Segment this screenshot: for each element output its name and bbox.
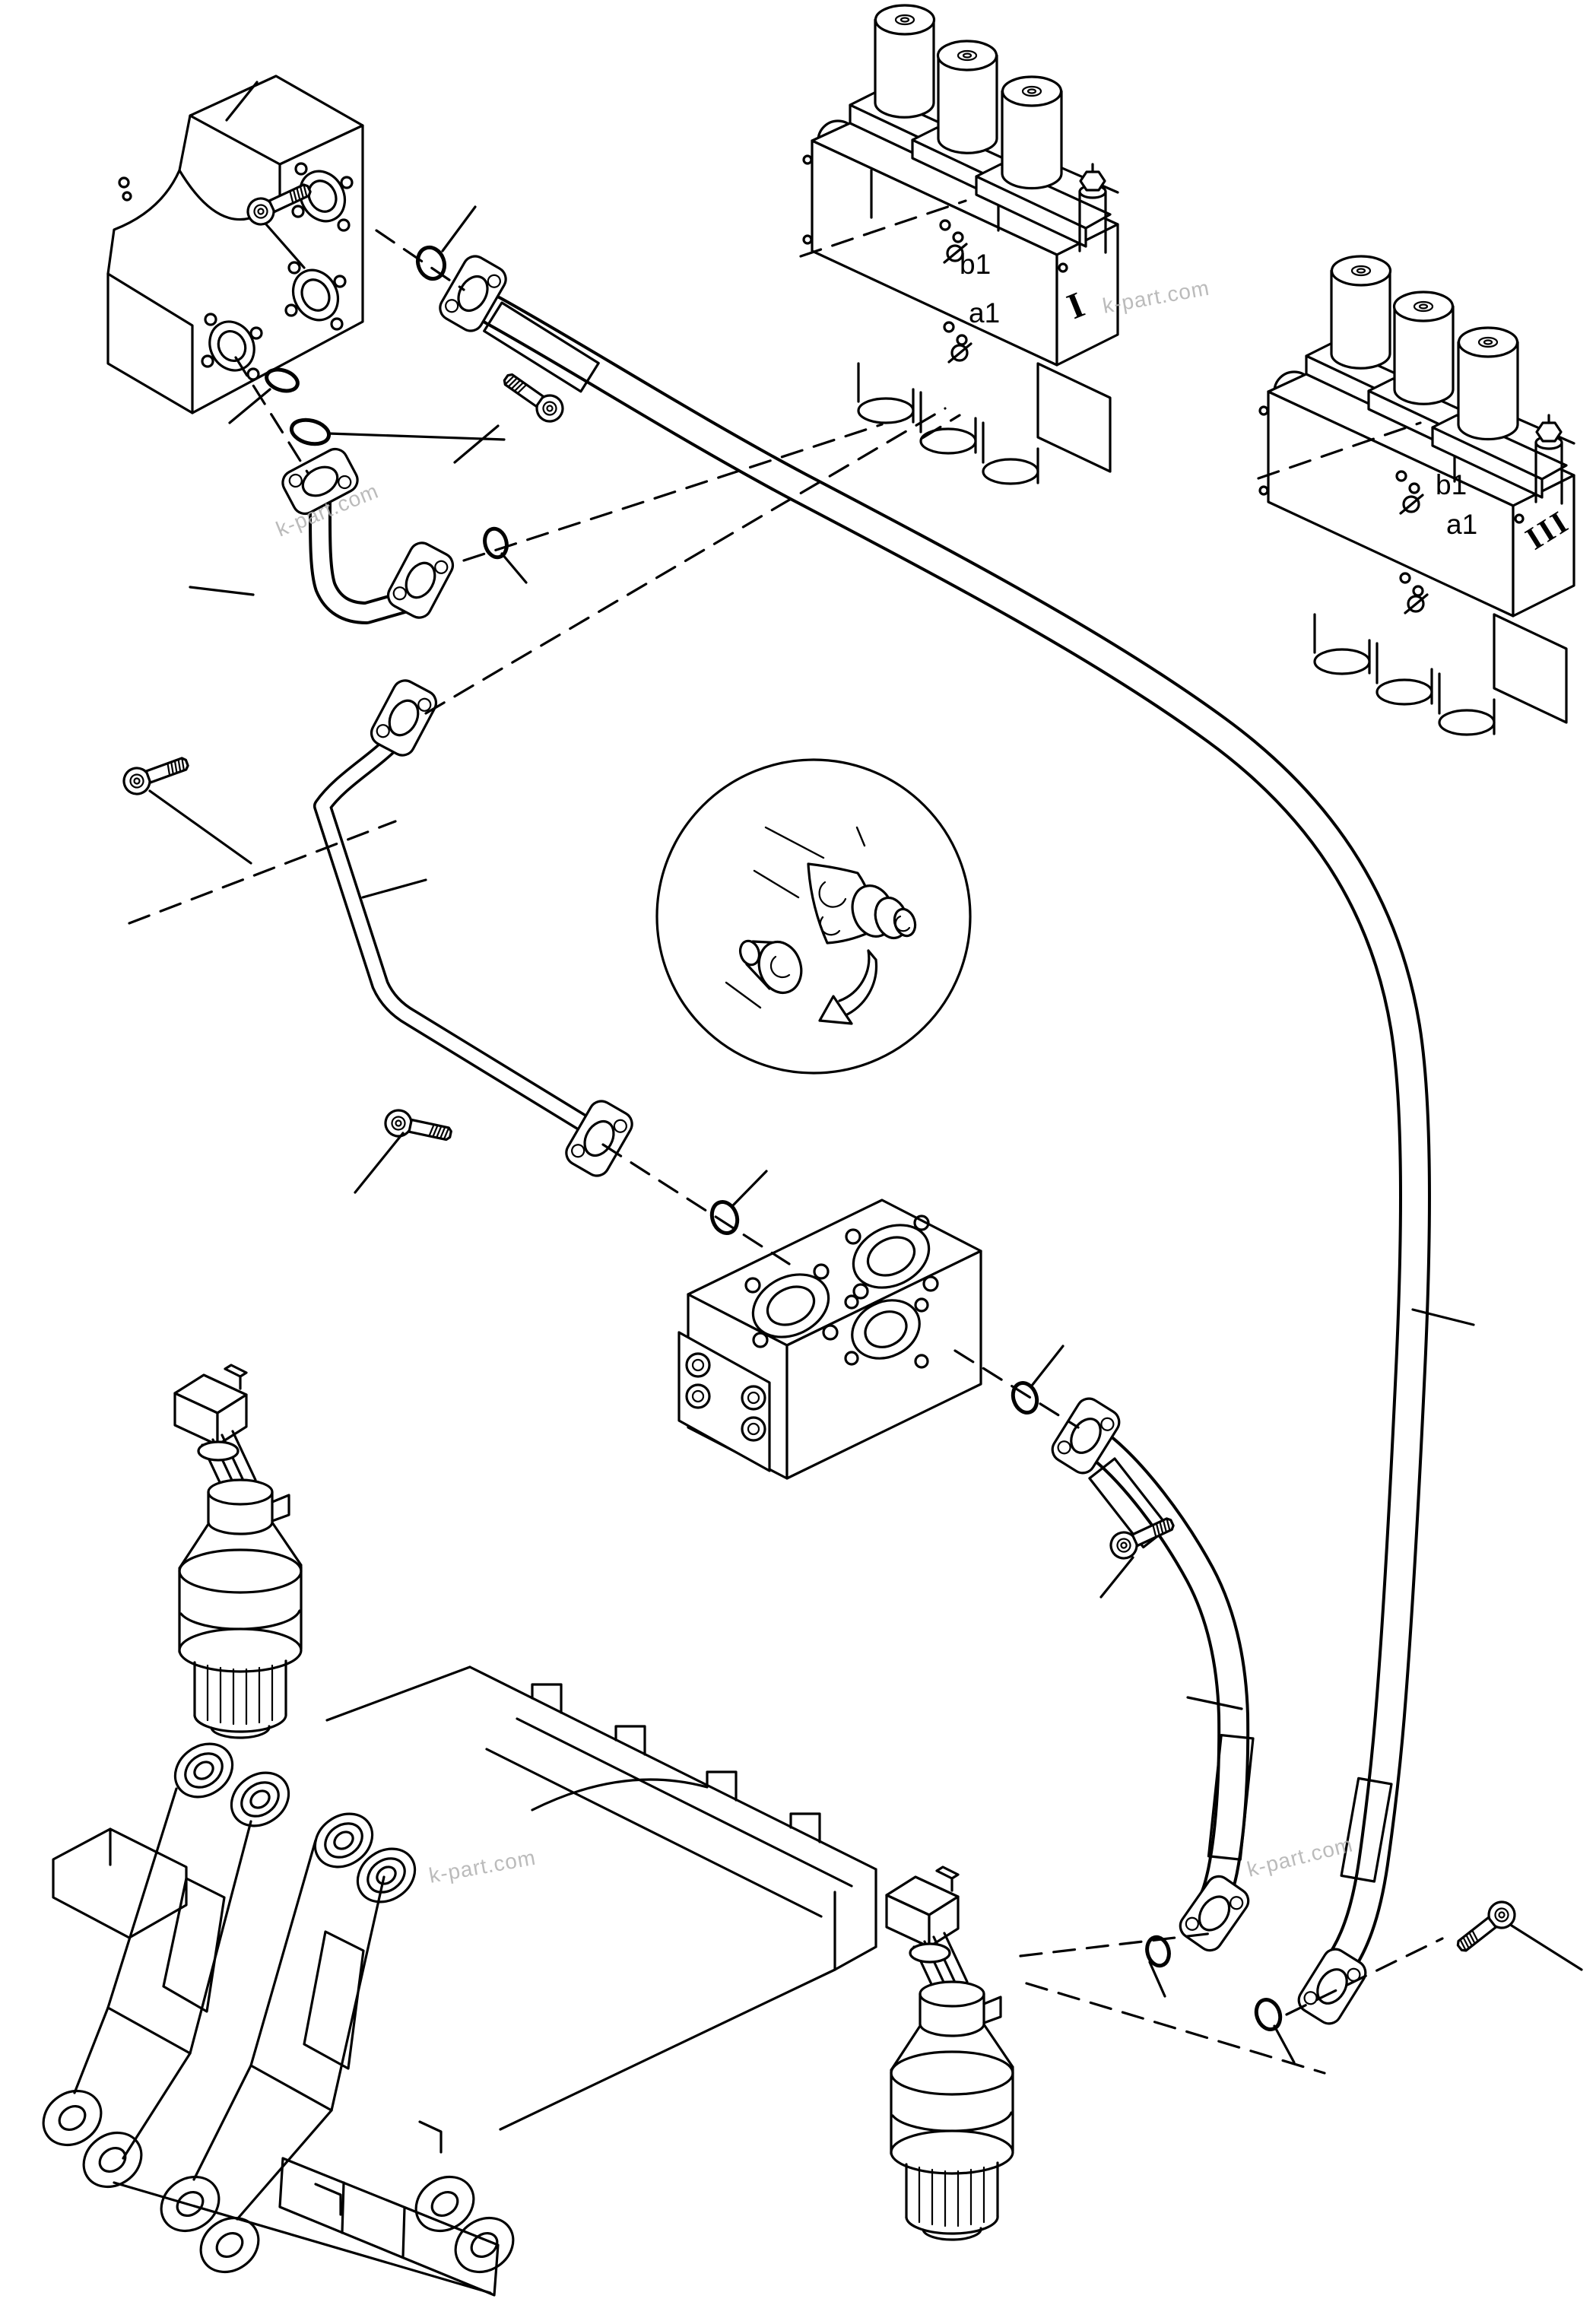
l-block-port-faces (118, 162, 354, 381)
hydraulic-hose-long (434, 250, 1431, 2030)
l-shaped-block (106, 75, 364, 414)
inset-flange-fitting (807, 862, 917, 945)
o-rings (265, 245, 1283, 2031)
center-manifold-block (677, 1199, 982, 1480)
detail-inset (655, 758, 972, 1075)
valve1-port-b-label: b1 (960, 249, 991, 280)
frame-clevis-lugs (42, 2089, 515, 2274)
leader-lines (148, 81, 1583, 2064)
l-block-inner-edge (106, 272, 194, 414)
o-ring (289, 418, 332, 446)
o-ring (483, 526, 509, 560)
valve1-right-face (1055, 223, 1119, 367)
elbow-pipe (277, 443, 458, 624)
inset-circle (655, 758, 972, 1075)
watermarks: k-part.com k-part.com k-part.com k-part.… (273, 276, 1356, 1888)
frame-tower-left (106, 1787, 252, 2055)
frame-deck-back-edge (468, 1665, 877, 1971)
o-ring (265, 367, 300, 393)
control-valve-block-3: b1 a1 III (1258, 255, 1576, 736)
o-ring (1254, 1998, 1283, 2031)
frame-pivot-bosses (173, 1742, 417, 1904)
watermark-text: k-part.com (1245, 1832, 1356, 1881)
hose-braid-section (483, 301, 600, 393)
valve3-port-marks (1258, 405, 1525, 614)
control-valve-block-1: b1 a1 I (802, 4, 1119, 485)
inset-plug (725, 939, 803, 1009)
rotation-arrow-icon (818, 949, 878, 1025)
hose-flange-bottom (1174, 1870, 1255, 1957)
watermark-text: k-part.com (427, 1846, 538, 1888)
o-ring (415, 245, 447, 281)
frame-connecting-edges (73, 1968, 836, 2294)
socket-bolt (382, 1107, 455, 1148)
frame-deck-tabs (531, 1683, 821, 1843)
frame-deck-lines (325, 1665, 853, 1918)
socket-bolt (685, 1352, 766, 1442)
frame-tower-right (249, 1839, 386, 2112)
steel-pipe (313, 675, 638, 1182)
socket-bolt (1450, 1895, 1521, 1960)
pilot-joystick-left (173, 1364, 303, 1739)
frame-left-bracket (52, 1827, 188, 1939)
o-ring (1145, 1935, 1171, 1968)
hose-braid-section (1340, 1777, 1393, 1883)
boom-base-frame (42, 1665, 877, 2297)
valve1-port-a-label: a1 (969, 297, 1000, 329)
hydraulic-hose-short (1046, 1392, 1255, 1957)
valve1-bottom-ports (857, 362, 1112, 485)
socket-bolt (119, 749, 193, 799)
valve3-right-face (1512, 474, 1575, 618)
o-ring (1011, 1381, 1039, 1415)
frame-box-beam (278, 2120, 500, 2297)
manifold-right-face (785, 1249, 982, 1480)
assembly-axis-lines (128, 199, 1444, 2075)
inset-leader-lines (753, 826, 825, 899)
valve3-port-a-label: a1 (1446, 509, 1477, 540)
valve3-port-b-label: b1 (1436, 469, 1467, 500)
hose-braid-section (1207, 1734, 1255, 1861)
manifold-side-plate (677, 1331, 771, 1472)
l-block-outline (106, 75, 364, 414)
valve3-bottom-ports (1313, 613, 1568, 736)
o-ring (709, 1200, 740, 1235)
pilot-joystick-right (885, 1865, 1014, 2241)
valve1-relief-valve (1078, 163, 1107, 254)
valve3-solenoid-cylinders (1305, 255, 1568, 499)
valve1-port-marks (802, 154, 1068, 364)
valve1-solenoid-cylinders (849, 4, 1112, 248)
valve3-relief-valve (1534, 414, 1563, 505)
manifold-top-ports (744, 1215, 939, 1369)
